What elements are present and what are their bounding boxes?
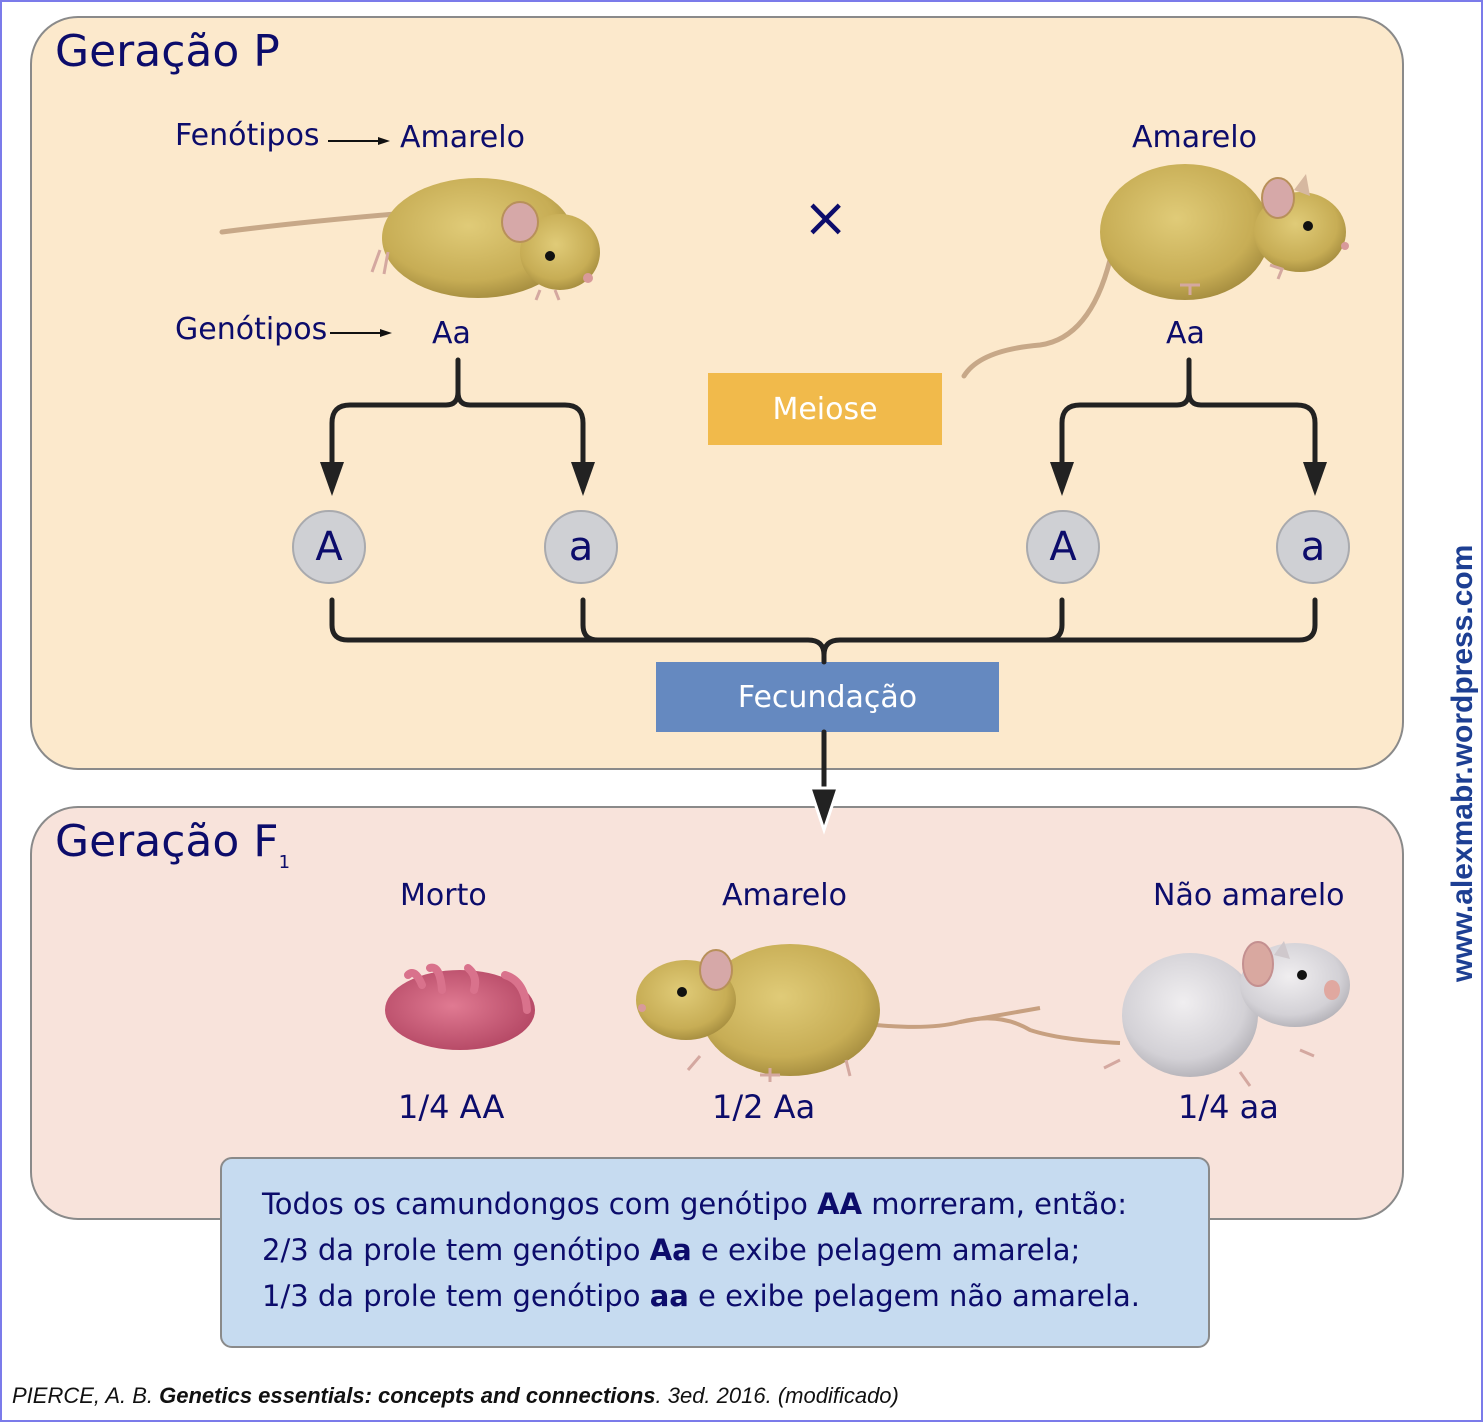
left-meiosis-bracket <box>329 357 586 471</box>
f1-grey-mouse-illustration <box>1103 941 1350 1087</box>
meiosis-label: Meiose <box>772 391 878 427</box>
phenotype-pointer-arrow <box>328 137 390 145</box>
gamete-left-a: a <box>544 510 618 584</box>
summary-line-3: 1/3 da prole tem genótipo aa e exibe pel… <box>262 1273 1208 1319</box>
gamete-right-A: A <box>1026 510 1100 584</box>
summary-line-1: Todos os camundongos com genótipo AA mor… <box>262 1181 1208 1227</box>
offspring-ratio-AA: 1/4 AA <box>398 1088 505 1126</box>
f1-title: Geração F1 <box>55 816 290 873</box>
genotypes-label: Genótipos <box>175 312 328 347</box>
summary-genotype-Aa: Aa <box>649 1233 692 1267</box>
parental-generation-panel <box>30 16 1404 770</box>
offspring-ratio-Aa: 1/2 Aa <box>712 1088 816 1126</box>
arrowhead-to-gamete-A-right <box>1050 462 1074 496</box>
website-watermark: www.alexmabr.wordpress.com <box>1446 544 1479 982</box>
dead-pup-illustration <box>385 963 535 1050</box>
allele-label: a <box>568 524 594 570</box>
right-parent-yellow-mouse-illustration <box>961 164 1349 379</box>
summary-text: 1/3 da prole tem genótipo <box>262 1279 650 1313</box>
left-mouse-genotype: Aa <box>432 316 471 351</box>
summary-text: e exibe pelagem não amarela. <box>688 1279 1141 1313</box>
summary-text: e exibe pelagem amarela; <box>691 1233 1081 1267</box>
summary-genotype-aa: aa <box>649 1279 689 1313</box>
citation-title: Genetics essentials: concepts and connec… <box>159 1383 656 1408</box>
offspring-ratio-aa: 1/4 aa <box>1178 1088 1279 1126</box>
gamete-right-a: a <box>1276 510 1350 584</box>
right-mouse-phenotype: Amarelo <box>1132 120 1257 155</box>
arrowhead-to-gamete-A-left <box>320 462 344 496</box>
allele-label: A <box>315 524 343 570</box>
right-mouse-genotype: Aa <box>1166 316 1205 351</box>
offspring-phenotype-yellow: Amarelo <box>722 878 847 913</box>
summary-genotype-AA: AA <box>817 1187 863 1221</box>
right-meiosis-bracket <box>1059 357 1318 471</box>
fertilization-box: Fecundação <box>656 662 999 732</box>
allele-label: a <box>1300 524 1326 570</box>
phenotypes-label: Fenótipos <box>175 118 320 153</box>
fertilization-bracket <box>329 597 1318 793</box>
meiosis-box: Meiose <box>708 373 942 445</box>
summary-text: morreram, então: <box>862 1187 1128 1221</box>
arrowhead-to-gamete-a-left <box>571 462 595 496</box>
offspring-phenotype-non-yellow: Não amarelo <box>1153 878 1345 913</box>
arrowhead-to-gamete-a-right <box>1303 462 1327 496</box>
fertilization-label: Fecundação <box>737 679 918 715</box>
f1-yellow-mouse-illustration <box>636 944 1121 1082</box>
f1-title-text: Geração F <box>55 816 279 867</box>
arrowhead-to-f1 <box>807 786 841 835</box>
left-mouse-phenotype: Amarelo <box>400 120 525 155</box>
summary-line-2: 2/3 da prole tem genótipo Aa e exibe pel… <box>262 1227 1208 1273</box>
left-parent-yellow-mouse-illustration <box>219 178 600 301</box>
f1-title-subscript: 1 <box>278 852 291 873</box>
allele-label: A <box>1049 524 1077 570</box>
summary-text: 2/3 da prole tem genótipo <box>262 1233 650 1267</box>
summary-box: Todos os camundongos com genótipo AA mor… <box>220 1157 1210 1348</box>
source-citation: PIERCE, A. B. Genetics essentials: conce… <box>12 1383 899 1409</box>
summary-text: Todos os camundongos com genótipo <box>262 1187 818 1221</box>
citation-author: PIERCE, A. B. <box>12 1383 160 1408</box>
cross-symbol: × <box>803 186 849 249</box>
gamete-left-A: A <box>292 510 366 584</box>
genotype-pointer-arrow <box>330 329 392 337</box>
offspring-phenotype-dead: Morto <box>400 878 487 913</box>
parental-title: Geração P <box>55 26 280 77</box>
citation-details: . 3ed. 2016. (modificado) <box>655 1383 899 1408</box>
